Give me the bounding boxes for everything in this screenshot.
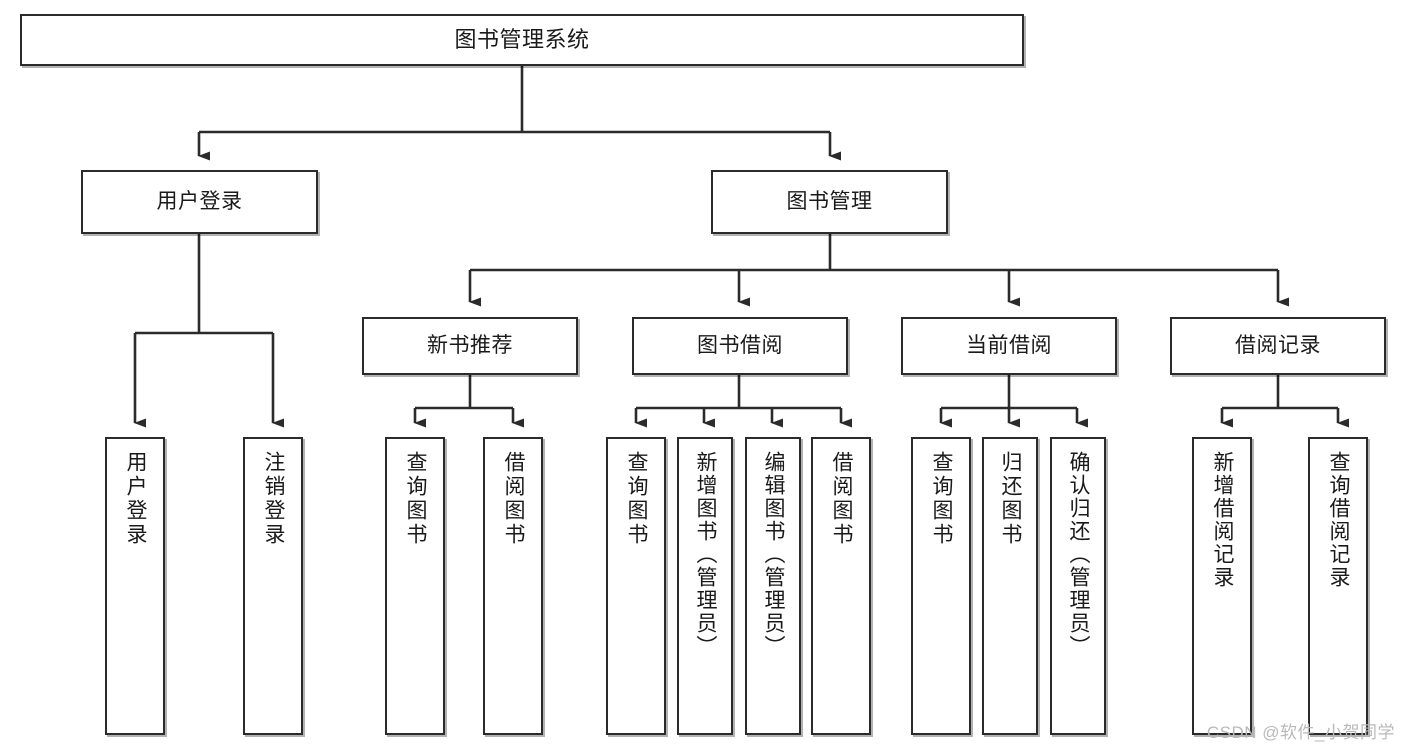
node-label: 用户登录 (124, 451, 148, 547)
node-label: 新书推荐 (427, 333, 513, 357)
node-label: 注销登录 (262, 451, 286, 547)
leaf-newbook-borrow-book[interactable]: 借阅图书 (483, 437, 543, 735)
node-label: 确认归还（管理员） (1067, 451, 1091, 658)
node-label: 查询图书 (625, 451, 649, 547)
leaf-borrow-borrow-book[interactable]: 借阅图书 (811, 437, 871, 735)
node-label: 新增图书（管理员） (694, 451, 718, 658)
node-label: 图书借阅 (697, 333, 783, 357)
leaf-record-add-record[interactable]: 新增借阅记录 (1192, 437, 1252, 735)
leaf-current-query-book[interactable]: 查询图书 (911, 437, 971, 735)
node-label: 用户登录 (156, 189, 243, 213)
node-current-borrow[interactable]: 当前借阅 (901, 317, 1117, 375)
node-book-management[interactable]: 图书管理 (711, 170, 948, 234)
leaf-borrow-edit-book-admin[interactable]: 编辑图书（管理员） (745, 437, 801, 735)
leaf-current-return-book[interactable]: 归还图书 (982, 437, 1038, 735)
leaf-logout[interactable]: 注销登录 (243, 437, 303, 735)
node-label: 查询借阅记录 (1327, 451, 1351, 589)
leaf-user-login[interactable]: 用户登录 (105, 437, 165, 735)
node-book-borrow[interactable]: 图书借阅 (632, 317, 848, 375)
leaf-newbook-query-book[interactable]: 查询图书 (385, 437, 445, 735)
node-label: 查询图书 (404, 451, 428, 547)
node-borrow-record[interactable]: 借阅记录 (1170, 317, 1386, 375)
node-label: 借阅图书 (830, 451, 854, 547)
leaf-current-confirm-return-admin[interactable]: 确认归还（管理员） (1050, 437, 1106, 735)
node-label: 新增借阅记录 (1211, 451, 1235, 589)
leaf-borrow-add-book-admin[interactable]: 新增图书（管理员） (677, 437, 733, 735)
node-new-book-recommend[interactable]: 新书推荐 (362, 317, 578, 375)
node-label: 查询图书 (930, 451, 954, 547)
node-label: 借阅记录 (1235, 333, 1321, 357)
node-label: 编辑图书（管理员） (762, 451, 786, 658)
node-label: 借阅图书 (502, 451, 526, 547)
node-label: 当前借阅 (966, 333, 1052, 357)
leaf-borrow-query-book[interactable]: 查询图书 (606, 437, 666, 735)
node-label: 图书管理系统 (454, 27, 590, 53)
node-label: 归还图书 (999, 451, 1023, 547)
node-user-login[interactable]: 用户登录 (81, 170, 318, 234)
leaf-record-query-record[interactable]: 查询借阅记录 (1308, 437, 1368, 735)
node-root-system[interactable]: 图书管理系统 (20, 14, 1024, 66)
node-label: 图书管理 (786, 189, 873, 213)
